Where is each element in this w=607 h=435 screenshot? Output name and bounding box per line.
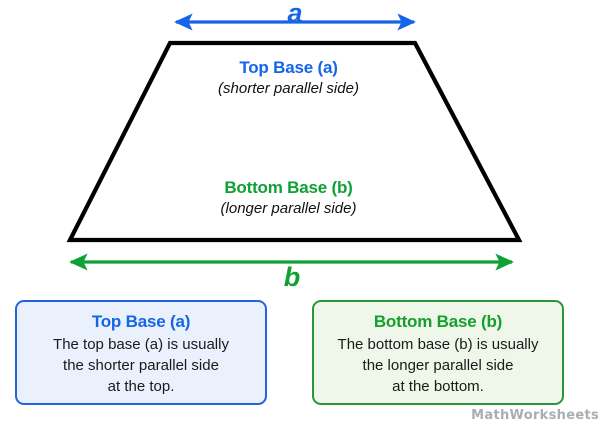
info-box-top-base-body: The top base (a) is usually the shorter … xyxy=(17,334,265,397)
bottom-base-title: Bottom Base (b) xyxy=(224,178,353,197)
top-base-title: Top Base (a) xyxy=(239,58,338,77)
bottom-base-subtitle: (longer parallel side) xyxy=(220,200,357,217)
info-box-bottom-base-title: Bottom Base (b) xyxy=(373,312,503,331)
bottom-base-inner-label: Bottom Base (b) (longer parallel side) xyxy=(0,177,592,219)
info-box-top-base-line-2: the shorter parallel side xyxy=(63,357,219,374)
top-base-subtitle: (shorter parallel side) xyxy=(218,80,359,97)
info-box-bottom-base-body: The bottom base (b) is usually the longe… xyxy=(314,334,562,397)
dimension-letter-b: b xyxy=(283,262,301,292)
info-box-bottom-base: Bottom Base (b) The bottom base (b) is u… xyxy=(312,300,564,405)
dimension-letter-a: a xyxy=(287,0,303,28)
info-box-bottom-base-line-2: the longer parallel side xyxy=(362,357,514,374)
info-box-top-base-line-1: The top base (a) is usually xyxy=(53,336,229,353)
watermark-text: MathWorksheets xyxy=(471,408,599,423)
info-box-bottom-base-line-1: The bottom base (b) is usually xyxy=(337,336,539,353)
info-box-top-base-title: Top Base (a) xyxy=(91,312,191,331)
trapezoid-outline xyxy=(66,40,523,243)
info-box-top-base: Top Base (a) The top base (a) is usually… xyxy=(15,300,267,405)
info-box-top-base-line-3: at the top. xyxy=(107,378,175,395)
info-box-bottom-base-line-3: at the bottom. xyxy=(392,378,484,395)
top-base-inner-label: Top Base (a) (shorter parallel side) xyxy=(0,57,592,99)
